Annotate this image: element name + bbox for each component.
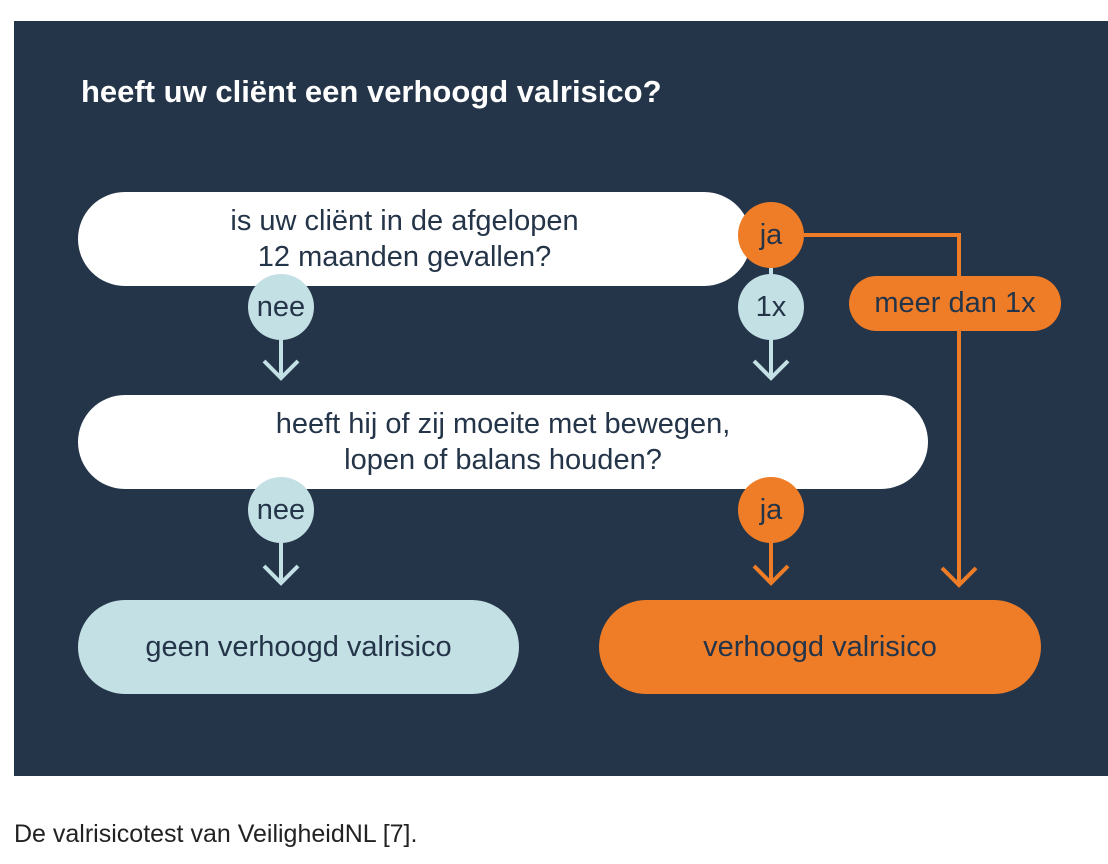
result-no-risk: geen verhoogd valrisico xyxy=(78,600,519,694)
diagram-title: heeft uw cliënt een verhoogd valrisico? xyxy=(81,74,662,109)
label-q2-ja: ja xyxy=(738,477,804,543)
question-fallen-line-2: 12 maanden gevallen? xyxy=(257,241,552,273)
label-q1-nee: nee xyxy=(248,274,314,340)
label-q2-nee: nee xyxy=(248,477,314,543)
result-no-risk-label: geen verhoogd valrisico xyxy=(145,631,452,663)
question-fallen-line-1: is uw cliënt in de afgelopen xyxy=(230,205,579,237)
question-mobility-line-2: lopen of balans houden? xyxy=(344,444,662,476)
label-q1-ja: ja xyxy=(738,202,804,268)
question-fallen: is uw cliënt in de afgelopen 12 maanden … xyxy=(78,192,751,286)
label-q1-once: 1x xyxy=(738,274,804,340)
question-mobility-line-1: heeft hij of zij moeite met bewegen, xyxy=(275,408,731,440)
question-mobility: heeft hij of zij moeite met bewegen, lop… xyxy=(78,395,928,489)
result-risk-label: verhoogd valrisico xyxy=(703,631,937,663)
label-q1-more: meer dan 1x xyxy=(849,276,1061,331)
result-risk: verhoogd valrisico xyxy=(599,600,1041,694)
figure-caption: De valrisicotest van VeiligheidNL [7]. xyxy=(14,820,418,848)
